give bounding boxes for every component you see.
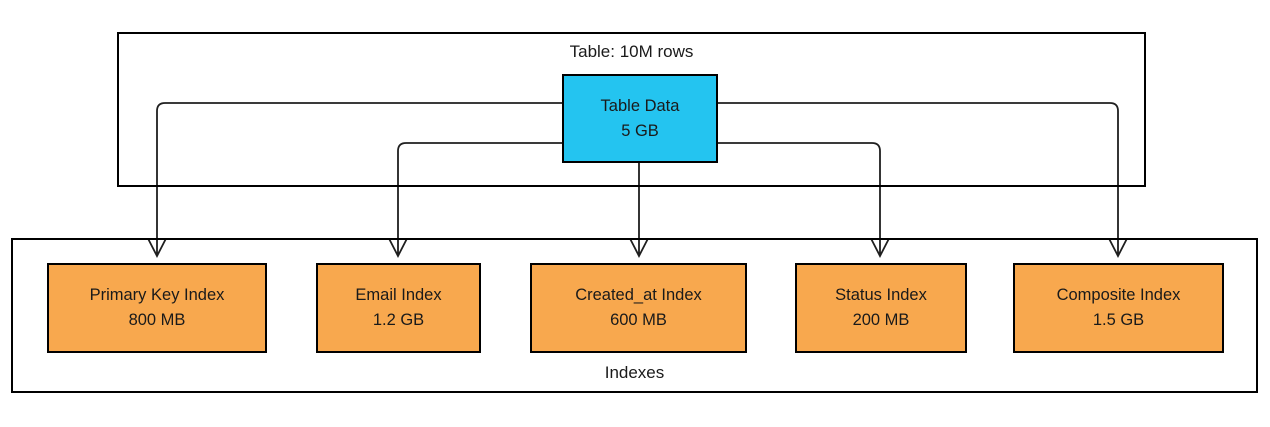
connector-table-to-email [388,142,562,258]
node-composite-index-size: 1.5 GB [1092,311,1145,329]
node-primary-key-index-size: 800 MB [128,311,186,329]
indexes-container-label: Indexes [604,363,665,382]
node-table-data: Table Data 5 GB [562,74,718,163]
connector-table-to-status [718,142,890,258]
connector-table-to-primary-key [147,102,562,258]
node-email-index: Email Index 1.2 GB [316,263,481,353]
node-status-index: Status Index 200 MB [795,263,967,353]
node-email-index-size: 1.2 GB [372,311,425,329]
node-composite-index-label: Composite Index [1056,286,1181,304]
node-created-at-index-label: Created_at Index [575,286,702,304]
connector-table-to-composite [718,102,1128,258]
table-container-label: Table: 10M rows [569,42,694,61]
node-created-at-index: Created_at Index 600 MB [530,263,747,353]
node-composite-index: Composite Index 1.5 GB [1013,263,1224,353]
node-primary-key-index: Primary Key Index 800 MB [47,263,267,353]
connector-table-to-created-at [629,163,649,258]
node-status-index-size: 200 MB [852,311,910,329]
node-table-data-size: 5 GB [621,121,659,140]
indexes-container-box: Indexes [11,238,1258,393]
node-email-index-label: Email Index [355,286,442,304]
table-container-box: Table: 10M rows [117,32,1146,187]
node-status-index-label: Status Index [835,286,927,304]
node-table-data-label: Table Data [600,96,680,115]
node-primary-key-index-label: Primary Key Index [89,286,225,304]
node-created-at-index-size: 600 MB [610,311,667,329]
